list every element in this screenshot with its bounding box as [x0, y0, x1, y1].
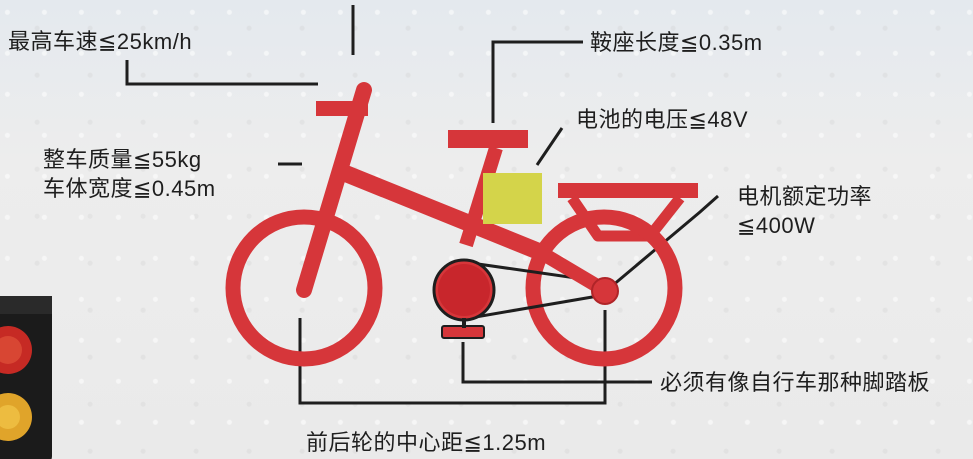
battery-voltage-label: 电池的电压≦48V — [576, 107, 749, 132]
saddle-length-label: 鞍座长度≦0.35m — [590, 30, 763, 55]
motor-power-label-line2: ≦400W — [737, 213, 816, 238]
bicycle-icon — [225, 82, 698, 367]
max-speed-label: 最高车速≦25km/h — [8, 29, 193, 54]
body-width-label: 车体宽度≦0.45m — [43, 176, 216, 201]
pedals-label: 必须有像自行车那种脚踏板 — [660, 370, 931, 395]
motor-power-label-line1: 电机额定功率 — [737, 184, 873, 209]
weight-label: 整车质量≦55kg — [43, 147, 202, 172]
traffic-light-icon — [0, 296, 52, 459]
annotation-lines — [125, 5, 719, 405]
wheelbase-label: 前后轮的中心距≦1.25m — [306, 430, 547, 455]
